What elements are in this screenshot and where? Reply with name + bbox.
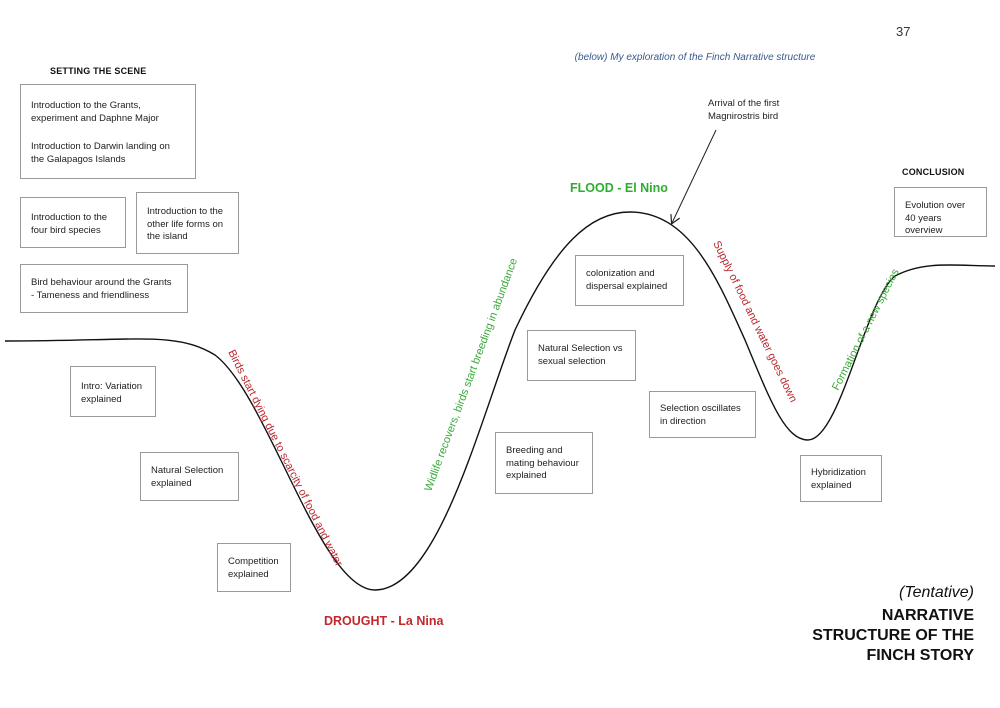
other-life-text: Introduction to the other life forms on …: [147, 206, 224, 242]
natural-selection-text: Natural Selection explained: [151, 465, 224, 489]
competition-box: Competition explained: [217, 543, 291, 592]
hybridization-text: Hybridization explained: [811, 467, 866, 491]
four-species-box: Introduction to the four bird species: [20, 197, 126, 248]
colonization-text: colonization and dispersal explained: [586, 268, 668, 292]
title-line-1: NARRATIVE: [881, 607, 974, 624]
flood-phase-label: FLOOD - El Nino: [570, 181, 668, 195]
intro-darwin-text: Introduction to Darwin landing on the Ga…: [31, 141, 170, 165]
curve-label-dying: Birds start dying due to scarcity of foo…: [225, 348, 344, 569]
ns-vs-sexual-box: Natural Selection vs sexual selection: [527, 330, 636, 381]
curve-label-supply: Supply of food and water goes down: [710, 239, 799, 404]
conclusion-heading: CONCLUSION: [902, 167, 965, 177]
bird-behaviour-text: Bird behaviour around the Grants - Tamen…: [31, 277, 172, 301]
oscillates-box: Selection oscillates in direction: [649, 391, 756, 438]
page-number: 37: [896, 24, 911, 36]
drought-phase-label: DROUGHT - La Nina: [324, 614, 444, 628]
four-species-text: Introduction to the four bird species: [31, 212, 108, 236]
title-line-3: FINCH STORY: [866, 647, 974, 664]
hybridization-box: Hybridization explained: [800, 455, 882, 502]
intro-grants-text: Introduction to the Grants, experiment a…: [31, 100, 159, 124]
setting-scene-heading: SETTING THE SCENE: [50, 66, 147, 76]
other-life-box: Introduction to the other life forms on …: [136, 192, 239, 254]
variation-text: Intro: Variation explained: [81, 381, 143, 405]
oscillates-text: Selection oscillates in direction: [660, 403, 741, 427]
bird-behaviour-box: Bird behaviour around the Grants - Tamen…: [20, 264, 188, 313]
magnirostris-label: Arrival of the first Magnirostris bird: [708, 98, 780, 122]
subtitle: (below) My exploration of the Finch Narr…: [574, 52, 816, 63]
narrative-title: NARRATIVE STRUCTURE OF THE FINCH STORY: [754, 606, 974, 666]
variation-box: Intro: Variation explained: [70, 366, 156, 417]
title-line-2: STRUCTURE OF THE: [812, 627, 974, 644]
intro-box: Introduction to the Grants, experiment a…: [20, 84, 196, 179]
narrative-curve: [4, 211, 996, 591]
evolution-box: Evolution over 40 years overview: [894, 187, 987, 237]
ns-vs-sexual-text: Natural Selection vs sexual selection: [538, 343, 623, 367]
colonization-box: colonization and dispersal explained: [575, 255, 684, 306]
breeding-box: Breeding and mating behaviour explained: [495, 432, 593, 494]
breeding-text: Breeding and mating behaviour explained: [506, 445, 579, 481]
competition-text: Competition explained: [228, 556, 279, 580]
curve-label-new-species: Formation of a new species: [830, 267, 902, 393]
magnirostris-arrow: [672, 129, 717, 223]
natural-selection-box: Natural Selection explained: [140, 452, 239, 501]
tentative-label: (Tentative): [899, 584, 974, 601]
evolution-text: Evolution over 40 years overview: [905, 200, 966, 236]
